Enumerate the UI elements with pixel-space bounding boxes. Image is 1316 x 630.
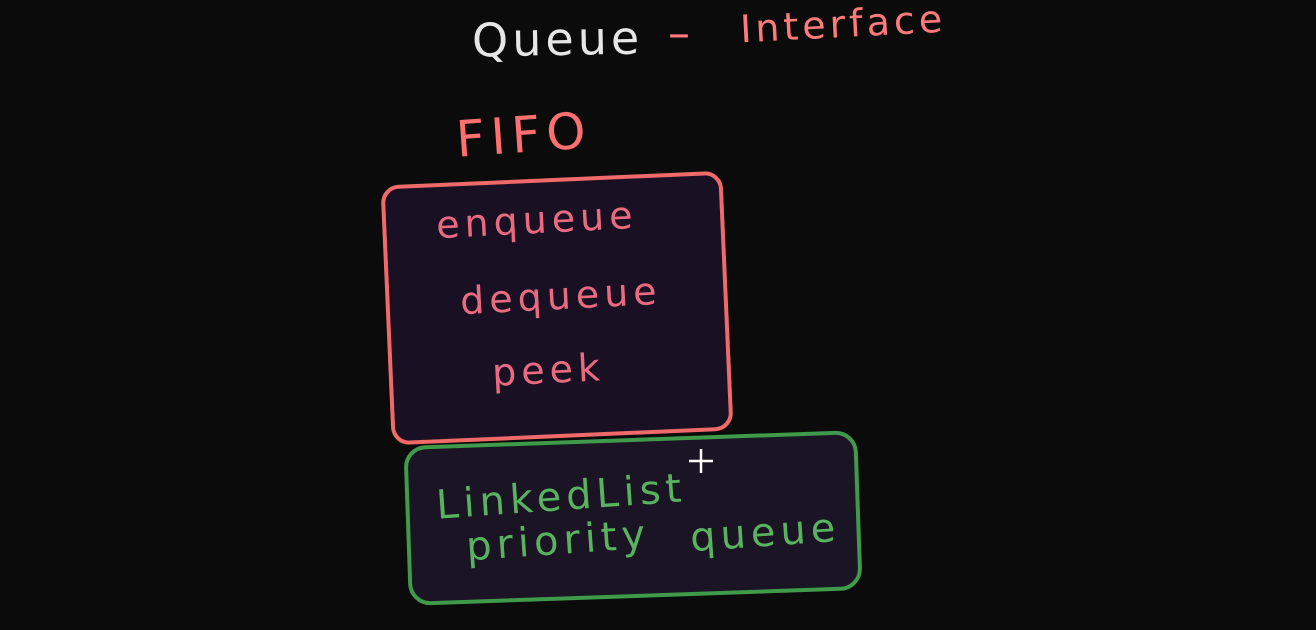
title-interface: Interface [738,0,948,52]
fifo-label: FIFO [454,101,594,169]
crosshair-icon [689,449,713,473]
title-dash: – [668,8,694,59]
method-peek: peek [490,345,606,395]
title-queue: Queue [471,10,644,68]
